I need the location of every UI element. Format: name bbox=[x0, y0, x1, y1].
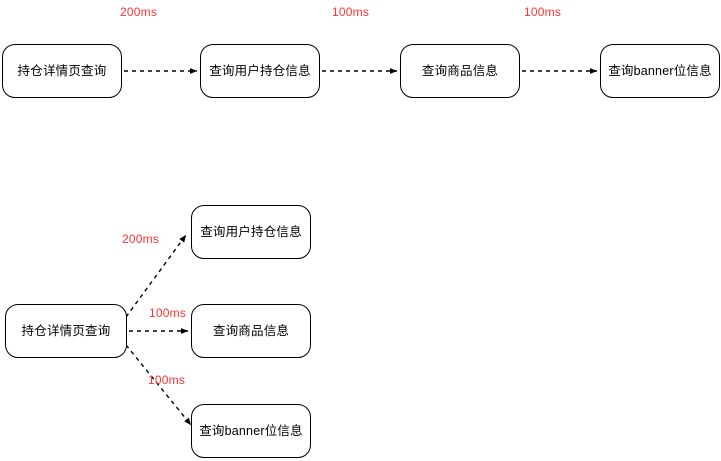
node-label: 查询banner位信息 bbox=[199, 423, 303, 438]
latency-label-parallel-2: 100ms bbox=[149, 306, 187, 320]
node-label: 查询用户持仓信息 bbox=[200, 224, 302, 239]
node-parallel-target-2[interactable]: 查询商品信息 bbox=[191, 304, 311, 358]
node-serial-step-2[interactable]: 查询商品信息 bbox=[400, 44, 520, 98]
latency-label-serial-1: 200ms bbox=[120, 5, 158, 19]
node-label: 持仓详情页查询 bbox=[17, 63, 107, 78]
node-label: 查询用户持仓信息 bbox=[209, 63, 311, 78]
node-label: 查询banner位信息 bbox=[608, 63, 712, 78]
edge-parallel-1 bbox=[125, 234, 187, 318]
node-serial-step-1[interactable]: 查询用户持仓信息 bbox=[200, 44, 320, 98]
node-label: 持仓详情页查询 bbox=[21, 323, 111, 338]
latency-label-parallel-3: 100ms bbox=[148, 373, 186, 387]
node-label: 查询商品信息 bbox=[212, 323, 290, 338]
latency-label-serial-3: 100ms bbox=[524, 5, 562, 19]
node-parallel-source[interactable]: 持仓详情页查询 bbox=[5, 304, 127, 358]
latency-label-serial-2: 100ms bbox=[332, 5, 370, 19]
node-label: 查询商品信息 bbox=[421, 63, 499, 78]
node-serial-step-3[interactable]: 查询banner位信息 bbox=[600, 44, 720, 98]
node-parallel-target-3[interactable]: 查询banner位信息 bbox=[191, 404, 311, 458]
latency-label-parallel-1: 200ms bbox=[122, 232, 160, 246]
node-serial-source[interactable]: 持仓详情页查询 bbox=[2, 44, 122, 98]
node-parallel-target-1[interactable]: 查询用户持仓信息 bbox=[191, 205, 311, 259]
